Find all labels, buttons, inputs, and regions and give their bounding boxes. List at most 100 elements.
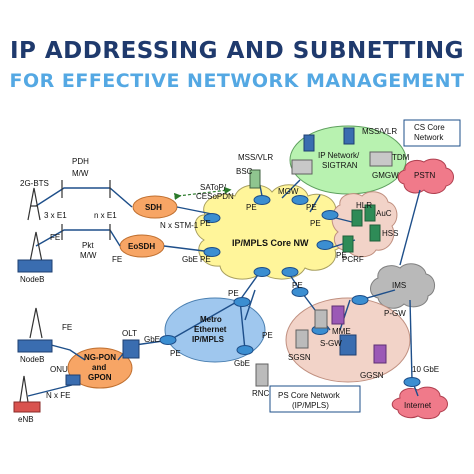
internet-cloud (391, 386, 448, 420)
enb-label: eNB (18, 415, 34, 424)
onu-label: ONU (50, 365, 68, 374)
device-icons (65, 127, 393, 387)
router-icon (203, 247, 221, 257)
cesopdn-label: CESoPDN (196, 192, 234, 201)
enb-box-icon (13, 401, 41, 413)
pgw-label: P-GW (384, 309, 406, 318)
rnc-server-icon (255, 363, 269, 387)
ipmpls-core-cloud (194, 184, 348, 280)
mgw-label: MGW (278, 187, 299, 196)
e1-3x-label: 3 x E1 (44, 211, 67, 220)
auc-server-icon (351, 209, 363, 227)
pe-label: PE (228, 289, 239, 298)
tower-icons (19, 180, 111, 403)
pe-label: PE (170, 349, 181, 358)
router-icon (321, 210, 339, 220)
nstm-label: N x STM-1 (160, 221, 199, 230)
pcrf-label: PCRF (342, 255, 364, 264)
sgsn-label: SGSN (288, 353, 311, 362)
ip-network-label: IP Network/ (318, 151, 360, 160)
pe-label: PE (262, 331, 273, 340)
ngpon-label-1: NG-PON (84, 353, 116, 362)
title-line-2: FOR EFFECTIVE NETWORK MANAGEMENT (9, 70, 465, 92)
pktmw-label: M/W (80, 251, 97, 260)
pgw-server-icon (331, 305, 345, 325)
router-icon (253, 195, 271, 205)
pe-label: PE (246, 203, 257, 212)
bsc-server-icon (249, 169, 261, 189)
mss-server-icon (343, 127, 355, 145)
mss-server-icon-2 (303, 134, 315, 152)
tdm-label: TDM (392, 153, 410, 162)
ngpon-oval (67, 347, 133, 389)
eosdh-label: EoSDH (128, 242, 155, 251)
pkt-mast-icon (61, 224, 111, 240)
pe-label: PE (310, 219, 321, 228)
pe-label: PE (200, 255, 211, 264)
ggsn-label: GGSN (360, 371, 384, 380)
ggsn-server-icon (373, 344, 387, 364)
gmgw-icon (369, 151, 393, 167)
pkt-label: Pkt (82, 241, 94, 250)
pe-label: PE (336, 251, 347, 260)
nodeb-tower-icon (29, 231, 43, 263)
ps-core-box (269, 385, 361, 413)
router-icon (203, 213, 221, 223)
rnc-label: RNC (252, 389, 270, 398)
pe-label: PE (292, 281, 303, 290)
router-icon (403, 377, 421, 387)
mss-vlr2-label: MSS/VLR (362, 127, 397, 136)
router-icon (316, 240, 334, 250)
fe2-label: FE (112, 255, 122, 264)
hss-server-icon (369, 224, 381, 242)
metro-label-3: IP/MPLS (192, 335, 225, 344)
mme-server-icon (314, 309, 328, 329)
ims-cloud (370, 263, 435, 309)
network-label: Network (414, 133, 444, 142)
gmgw-label: GMGW (372, 171, 399, 180)
router-icon (291, 287, 309, 297)
gbe-10-label: 10 GbE (412, 365, 439, 374)
enb-tower-icon (19, 375, 29, 403)
router-icon (159, 335, 177, 345)
mw-label: M/W (72, 169, 89, 178)
diagram-labels: 2G-BTS PDH M/W 3 x E1 n x E1 SDH N x STM… (18, 123, 445, 424)
nodeb-tower-icon-2 (29, 307, 43, 339)
pe-label: PE (306, 203, 317, 212)
nxfe-label: N x FE (46, 391, 70, 400)
ngpon-label-2: and (92, 363, 106, 372)
mw-mast-icon (61, 180, 111, 198)
cs-core-box (403, 119, 461, 147)
router-icon (291, 195, 309, 205)
metro-label-1: Metro (200, 315, 222, 324)
pcrf-server-icon (342, 235, 354, 253)
olt-icon (122, 339, 140, 359)
ps-core-label-2: (IP/MPLS) (292, 401, 329, 410)
router-icon (233, 297, 251, 307)
mgw-icon (291, 159, 313, 175)
olt-label: OLT (122, 329, 137, 338)
sgw-label: S-GW (320, 339, 342, 348)
satop-label: SAToP/ (200, 183, 227, 192)
sigtran-label: SIGTRAN (322, 161, 358, 170)
hlr-label: HLR (356, 201, 372, 210)
nodeb2-label: NodeB (20, 355, 44, 364)
pe-label: PE (200, 219, 211, 228)
mme-label: MME (332, 327, 351, 336)
nodeb-box-icon (17, 259, 53, 273)
cs-core-label: CS Core (414, 123, 445, 132)
pdh-label: PDH (72, 157, 89, 166)
e1-nx-label: n x E1 (94, 211, 117, 220)
metro-label-2: Ethernet (194, 325, 227, 334)
mss-vlr1-label: MSS/VLR (238, 153, 273, 162)
nodeb-box-icon-2 (17, 339, 53, 353)
router-icon (351, 295, 369, 305)
router-icon (253, 267, 271, 277)
gbe2-label: GbE (144, 335, 160, 344)
router-icon (236, 345, 254, 355)
sgw-switch-icon (339, 334, 357, 356)
auc-label: AuC (376, 209, 392, 218)
ps-core-label-1: PS Core Network (278, 391, 341, 400)
